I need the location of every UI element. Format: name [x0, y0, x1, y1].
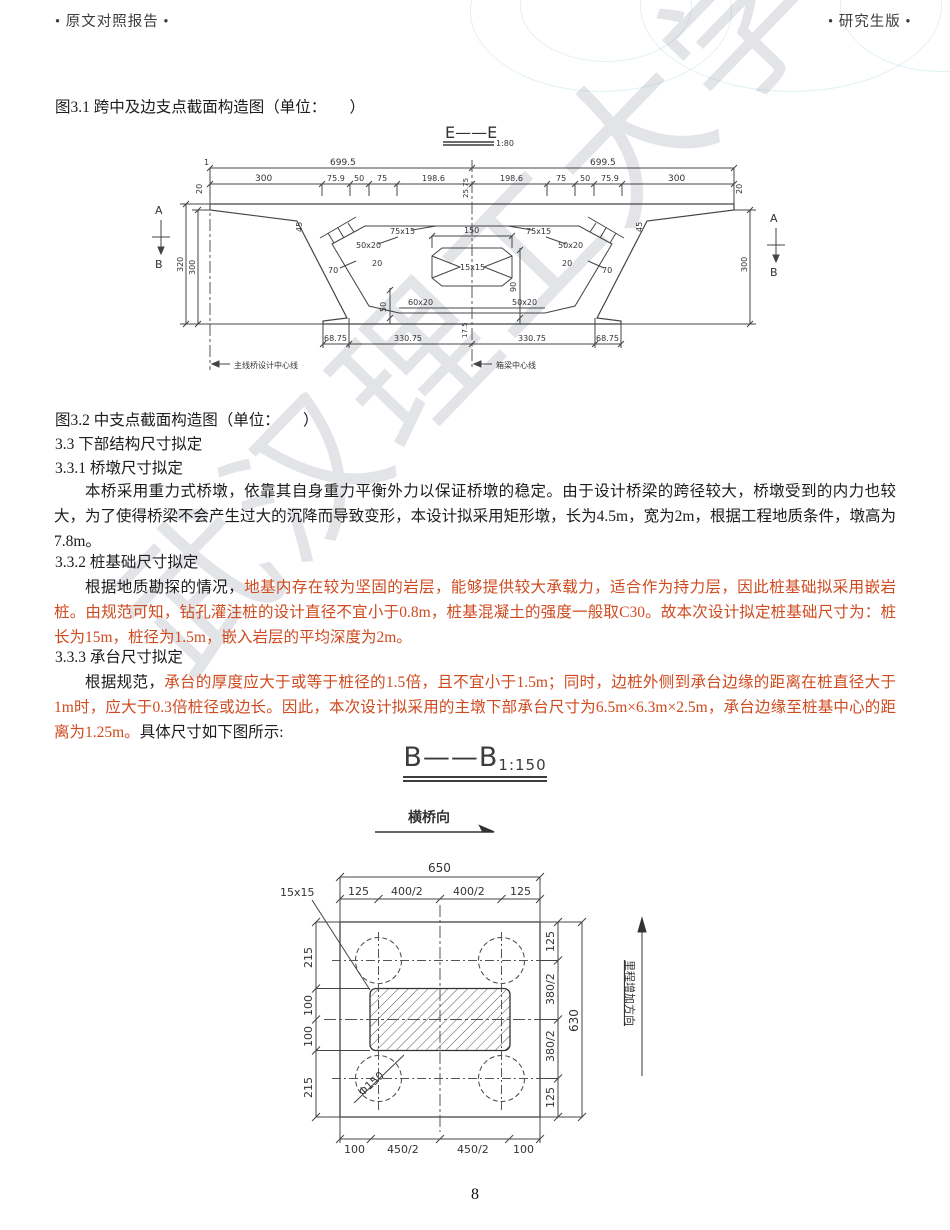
- dim-label: 125: [348, 885, 369, 898]
- dim-label: 17.5: [461, 322, 469, 338]
- dim-label: 125: [544, 1087, 557, 1108]
- dim-label: 75: [556, 174, 566, 183]
- paragraph-3-3-2: 根据地质勘探的情况，地基内存在较为坚固的岩层，能够提供较大承载力，适合作为持力层…: [54, 565, 896, 650]
- dim-label: 320: [176, 257, 185, 272]
- dim-label: 100: [513, 1143, 534, 1156]
- dim-label: 125: [510, 885, 531, 898]
- bb-title: B——B: [403, 742, 499, 773]
- centerline-label: 箱梁中心线: [496, 360, 536, 370]
- dim-label: 400/2: [391, 885, 423, 898]
- dim-label: 450/2: [457, 1143, 489, 1156]
- dim-label: 75.9: [601, 174, 619, 183]
- dim-label: 400/2: [453, 885, 485, 898]
- dim-label: 300: [668, 174, 685, 184]
- dim-label: 300: [740, 257, 749, 272]
- header-left: • 原文对照报告 •: [55, 14, 170, 30]
- dim-label: 650: [428, 861, 451, 875]
- text-segment-highlighted: 地基内存在较为坚固的岩层，能够提供较大承载力，适合作为持力层，因此桩基础拟采用嵌…: [54, 579, 896, 646]
- dim-label: 20: [562, 259, 572, 268]
- figure-3-2-caption: 图3.2 中支点截面构造图（单位： ）: [55, 412, 319, 429]
- dim-label: 330.75: [518, 334, 546, 343]
- dim-label: 50x20: [356, 241, 381, 250]
- dim-label: 198.6: [500, 174, 523, 183]
- dim-label: 20: [195, 184, 204, 194]
- dim-label: 90: [509, 282, 518, 292]
- dim-label: 198.6: [422, 174, 445, 183]
- figure-3-1-caption: 图3.1 跨中及边支点截面构造图（单位： ）: [55, 99, 366, 116]
- dim-label: 380/2: [544, 1030, 557, 1062]
- dim-label: 630: [567, 1009, 581, 1032]
- dim-label: 70: [602, 266, 612, 275]
- dim-label: 70: [328, 266, 338, 275]
- dim-label: 100: [344, 1143, 365, 1156]
- ee-scale: 1:80: [496, 139, 514, 148]
- section-3-3-heading: 3.3 下部结构尺寸拟定: [55, 436, 203, 453]
- dim-label: 50: [379, 302, 388, 312]
- dim-label: 100: [302, 1026, 315, 1047]
- dim-label: 450/2: [387, 1143, 419, 1156]
- dim-label: 68.75: [596, 334, 619, 343]
- dim-label: 20: [372, 259, 382, 268]
- section-3-3-2-heading: 3.3.2 桩基础尺寸拟定: [55, 554, 199, 571]
- dim-label: 215: [302, 1077, 315, 1098]
- section-marker-a: A: [770, 212, 778, 225]
- dim-label: 699.5: [330, 158, 356, 168]
- section-marker-b: B: [155, 258, 163, 271]
- bb-title-block: B——B1:150: [0, 742, 950, 782]
- dim-label: 380/2: [544, 973, 557, 1005]
- figure-ee-drawing: E——E 1:80 1 699.5 699.5 300 75.9 50 75 1…: [152, 123, 785, 370]
- pile-diameter-label: Φ150: [356, 1069, 387, 1099]
- dim-label: 20: [735, 184, 744, 194]
- dim-label: 699.5: [590, 158, 616, 168]
- text-segment-highlighted: 承台的厚度应大于或等于桩径的1.5倍，且不宜小于1.5m；同时，边桩外侧到承台边…: [54, 674, 896, 741]
- text-segment: 具体尺寸如下图所示:: [139, 724, 284, 741]
- dim-label: 75: [377, 174, 387, 183]
- ee-title: E——E: [445, 123, 497, 142]
- paragraph-3-3-1: 本桥采用重力式桥墩，依靠其自身重力平衡外力以保证桥墩的稳定。由于设计桥梁的跨径较…: [54, 469, 896, 554]
- page-number: 8: [471, 1186, 479, 1203]
- cross-direction-label: 横桥向: [408, 809, 450, 826]
- dim-label: 330.75: [394, 334, 422, 343]
- mileage-direction-label: 里程增加方向: [623, 960, 637, 1026]
- dim-label: 50: [354, 174, 364, 183]
- dim-label: 75x15: [526, 227, 551, 236]
- dim-label: 215: [302, 947, 315, 968]
- section-marker-a: A: [155, 204, 163, 217]
- section-marker-b: B: [770, 266, 778, 279]
- dim-label: 45: [635, 222, 644, 232]
- dim-label: 60x20: [408, 298, 433, 307]
- text-segment: 本桥采用重力式桥墩，依靠其自身重力平衡外力以保证桥墩的稳定。由于设计桥梁的跨径较…: [54, 483, 896, 550]
- dim-label: 68.75: [324, 334, 347, 343]
- section-3-3-3-heading: 3.3.3 承台尺寸拟定: [55, 649, 183, 666]
- section-3-3-1-heading: 3.3.1 桥墩尺寸拟定: [55, 460, 183, 477]
- centerline-label: 主线桥设计中心线: [234, 360, 298, 370]
- dim-label: 300: [255, 174, 272, 184]
- dim-label: 100: [302, 995, 315, 1016]
- dim-label: 1: [204, 158, 209, 167]
- dim-label: 50x20: [558, 241, 583, 250]
- dim-label: 125: [544, 931, 557, 952]
- dim-label: 45: [295, 222, 304, 232]
- dim-label: 50x20: [512, 298, 537, 307]
- header-right: • 研究生版 •: [828, 14, 912, 30]
- dim-label: 50: [580, 174, 590, 183]
- dim-label: 25.75: [462, 178, 470, 198]
- text-segment: 根据地质勘探的情况，: [85, 579, 245, 596]
- paragraph-3-3-3: 根据规范，承台的厚度应大于或等于桩径的1.5倍，且不宜小于1.5m；同时，边桩外…: [54, 660, 896, 745]
- dim-label: 15x15: [280, 886, 315, 899]
- text-segment: 根据规范，: [85, 674, 165, 691]
- figure-bb-drawing: 横桥向 650 125 400/2 400/2 125 15x15 Φ150 2…: [280, 809, 647, 1156]
- bb-scale: 1:150: [498, 756, 547, 774]
- dim-label: 75.9: [327, 174, 345, 183]
- dim-label: 300: [188, 260, 197, 275]
- dim-label: 75x15: [390, 227, 415, 236]
- dim-label: 15x15: [460, 263, 485, 272]
